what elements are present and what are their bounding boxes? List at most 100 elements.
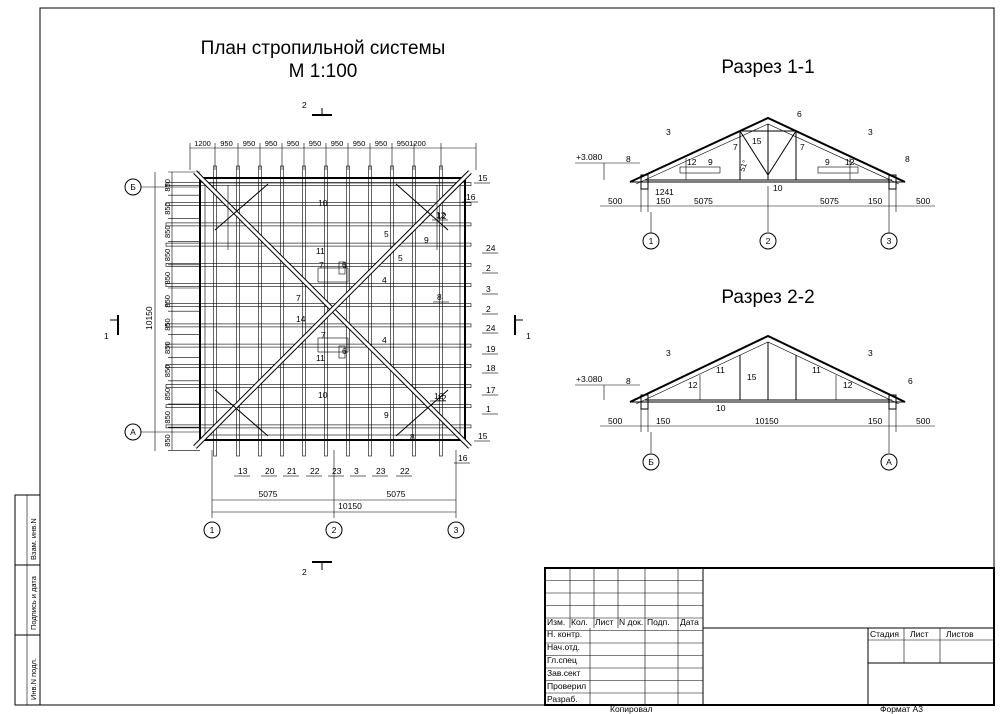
plan-rafter-h [165,262,472,267]
svg-text:Нач.отд.: Нач.отд. [547,642,580,652]
svg-text:12: 12 [843,380,853,390]
plan-right-label: 17 [486,385,496,395]
plan-rafter-v [280,165,284,457]
plan-section-marker-2: 2 2 [302,100,332,577]
svg-text:10: 10 [318,390,328,400]
plan-right-label: 12 [436,210,446,220]
svg-text:6: 6 [342,260,347,270]
svg-text:2: 2 [766,236,771,246]
svg-text:9: 9 [708,157,713,167]
plan-right-label: 18 [486,363,496,373]
svg-text:3: 3 [666,127,671,137]
svg-text:Изм.: Изм. [547,617,565,627]
format-label: Формат А3 [880,704,923,714]
plan-rafter-h [165,283,472,287]
plan-right-label: 16 [466,192,476,202]
plan-top-dim-10: 1200 [409,139,426,148]
svg-text:2: 2 [302,100,307,110]
plan-right-label: 15 [478,431,488,441]
section-1-1-level: +3.080 [576,152,603,162]
plan-total-vertical-dim: 10150 [144,306,154,330]
svg-text:Листов: Листов [946,629,974,639]
plan-right-label: 24 [486,243,496,253]
plan-right-label: 2 [486,263,491,273]
svg-text:2: 2 [302,567,307,577]
plan-right-label: 16 [458,453,468,463]
svg-text:Лист: Лист [910,629,929,639]
svg-text:Н. контр.: Н. контр. [547,629,582,639]
svg-text:11: 11 [316,246,325,256]
svg-text:7: 7 [321,330,326,340]
plan-top-dim-7: 950 [353,139,366,148]
plan-rafter-v [236,165,240,457]
plan-right-label: 2 [486,304,491,314]
svg-text:10: 10 [318,198,328,208]
svg-text:14: 14 [296,314,306,324]
plan-left-dim-4: 850 [163,272,172,285]
svg-text:Стадия: Стадия [870,629,899,639]
plan-right-label: 8 [437,292,442,302]
plan-rafter-v [390,165,394,457]
plan-rafter-h [165,222,472,227]
svg-text:Б: Б [648,457,654,467]
plan-left-dim-6: 850 [163,318,172,331]
plan-bottom-label: 3 [354,466,359,476]
svg-text:Кол.: Кол. [571,617,588,627]
svg-text:9: 9 [825,157,830,167]
svg-text:6: 6 [797,109,802,119]
svg-text:150: 150 [656,416,670,426]
plan-hip-rafters [193,170,472,449]
plan-bottom-label: 23 [376,466,386,476]
svg-text:10150: 10150 [755,416,779,426]
svg-text:8: 8 [626,154,631,164]
plan-scale: М 1:100 [289,61,358,82]
svg-text:12: 12 [437,393,447,403]
plan-rafter-h [165,202,472,206]
svg-text:12: 12 [688,380,698,390]
svg-text:51°: 51° [737,159,749,173]
plan-top-dim-1: 950 [220,139,233,148]
svg-text:А: А [130,427,136,437]
svg-text:5: 5 [384,229,389,239]
plan-bottom-total: 10150 [338,501,362,511]
svg-text:15: 15 [752,136,762,146]
plan-rafter-v [258,165,262,457]
svg-text:1: 1 [526,331,531,341]
plan-top-dim-9: 950 [397,139,410,148]
plan-rafter-h [165,424,472,429]
plan-perimeter [199,177,466,441]
copied-label: Копировал [610,704,653,714]
svg-text:4: 4 [382,275,387,285]
svg-text:7: 7 [733,142,738,152]
plan-rafter-h [165,363,472,368]
plan-rafter-v [368,165,372,457]
plan-bottom-label: 20 [265,466,275,476]
svg-text:7: 7 [800,142,805,152]
svg-text:3: 3 [666,348,671,358]
plan-right-label: 12 [434,391,444,401]
plan-left-dim-1: 850 [163,202,172,215]
svg-text:9: 9 [424,235,429,245]
sheet-frame [39,7,995,706]
plan-right-label: 1 [486,404,491,414]
plan-right-label: 24 [486,323,496,333]
svg-text:8: 8 [905,154,910,164]
plan-rafter-v [213,165,217,457]
plan-row-axis-a: А [124,423,200,441]
plan-bottom-label: 13 [238,466,248,476]
svg-text:5075: 5075 [820,196,839,206]
section-2-2: Разрез 2-2 +3.080 3 3 8 11 15 11 12 12 6… [575,287,935,471]
plan-rafter-h [165,384,472,388]
plan-top-dim-4: 950 [287,139,300,148]
svg-text:2: 2 [332,525,337,535]
plan-left-dim-11: 850 [163,434,172,447]
section-2-2-level: +3.080 [576,374,603,384]
svg-text:11: 11 [316,353,325,363]
svg-text:1: 1 [649,236,654,246]
plan-right-label: 3 [486,284,491,294]
svg-text:12: 12 [437,211,447,221]
plan-left-dim-5: 850 [163,295,172,308]
svg-text:9: 9 [384,410,389,420]
